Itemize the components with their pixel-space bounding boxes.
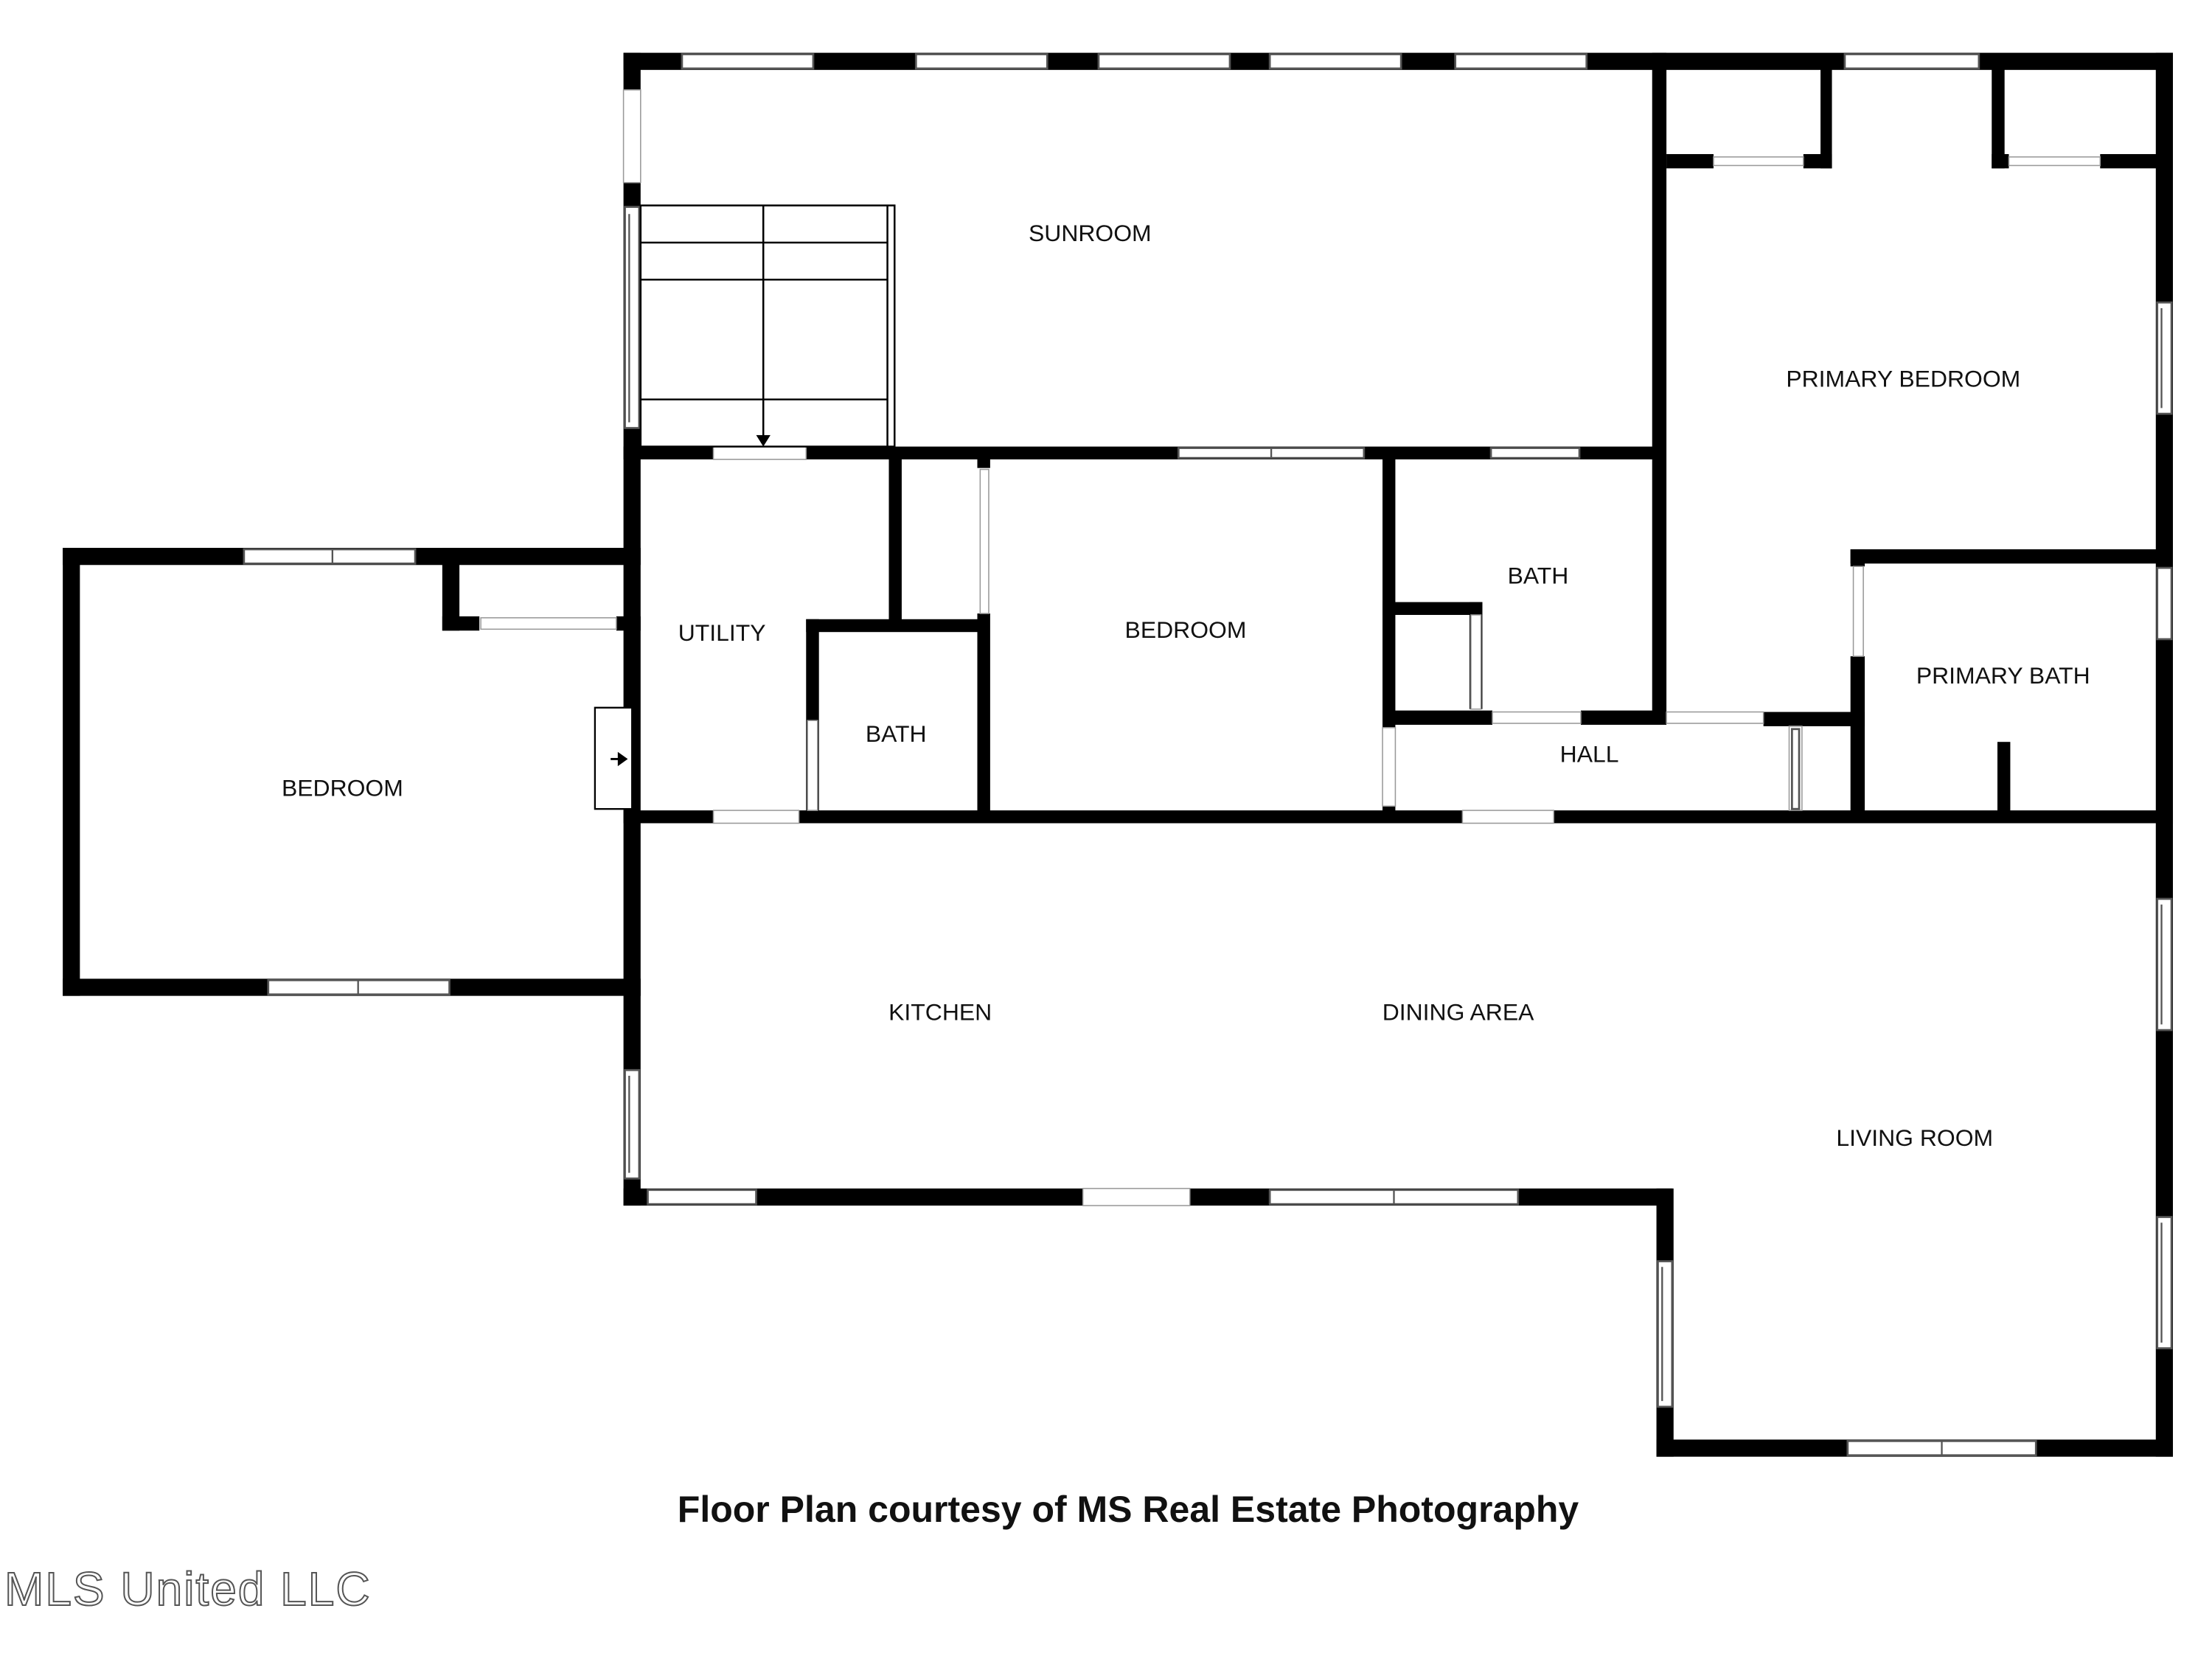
label-bedroom-center: BEDROOM [1125, 616, 1247, 643]
mls-watermark: MLS United LLC [4, 1562, 372, 1616]
windows [243, 53, 2173, 1457]
label-bath-center: BATH [1508, 562, 1569, 588]
stair-arrow-icon [756, 435, 771, 447]
label-kitchen: KITCHEN [888, 999, 992, 1026]
label-primary-bedroom: PRIMARY BEDROOM [1786, 365, 2020, 392]
label-living-room: LIVING ROOM [1836, 1124, 1993, 1151]
label-utility: UTILITY [678, 619, 766, 646]
floor-plan-caption: Floor Plan courtesy of MS Real Estate Ph… [677, 1489, 1579, 1530]
label-sunroom: SUNROOM [1029, 220, 1152, 246]
label-dining-area: DINING AREA [1382, 999, 1534, 1026]
label-hall: HALL [1560, 740, 1619, 767]
door-openings [480, 89, 2101, 1206]
label-bedroom-left: BEDROOM [282, 775, 403, 801]
room-labels: SUNROOM PRIMARY BEDROOM BEDROOM UTILITY … [282, 220, 2090, 1151]
walls [63, 52, 2174, 1457]
label-bath-small: BATH [866, 720, 927, 747]
window-mullions [331, 214, 2163, 1455]
staircase [639, 204, 896, 448]
entry-step [594, 706, 633, 810]
entry-arrow-icon [617, 751, 628, 767]
label-primary-bath: PRIMARY BATH [1916, 662, 2090, 689]
